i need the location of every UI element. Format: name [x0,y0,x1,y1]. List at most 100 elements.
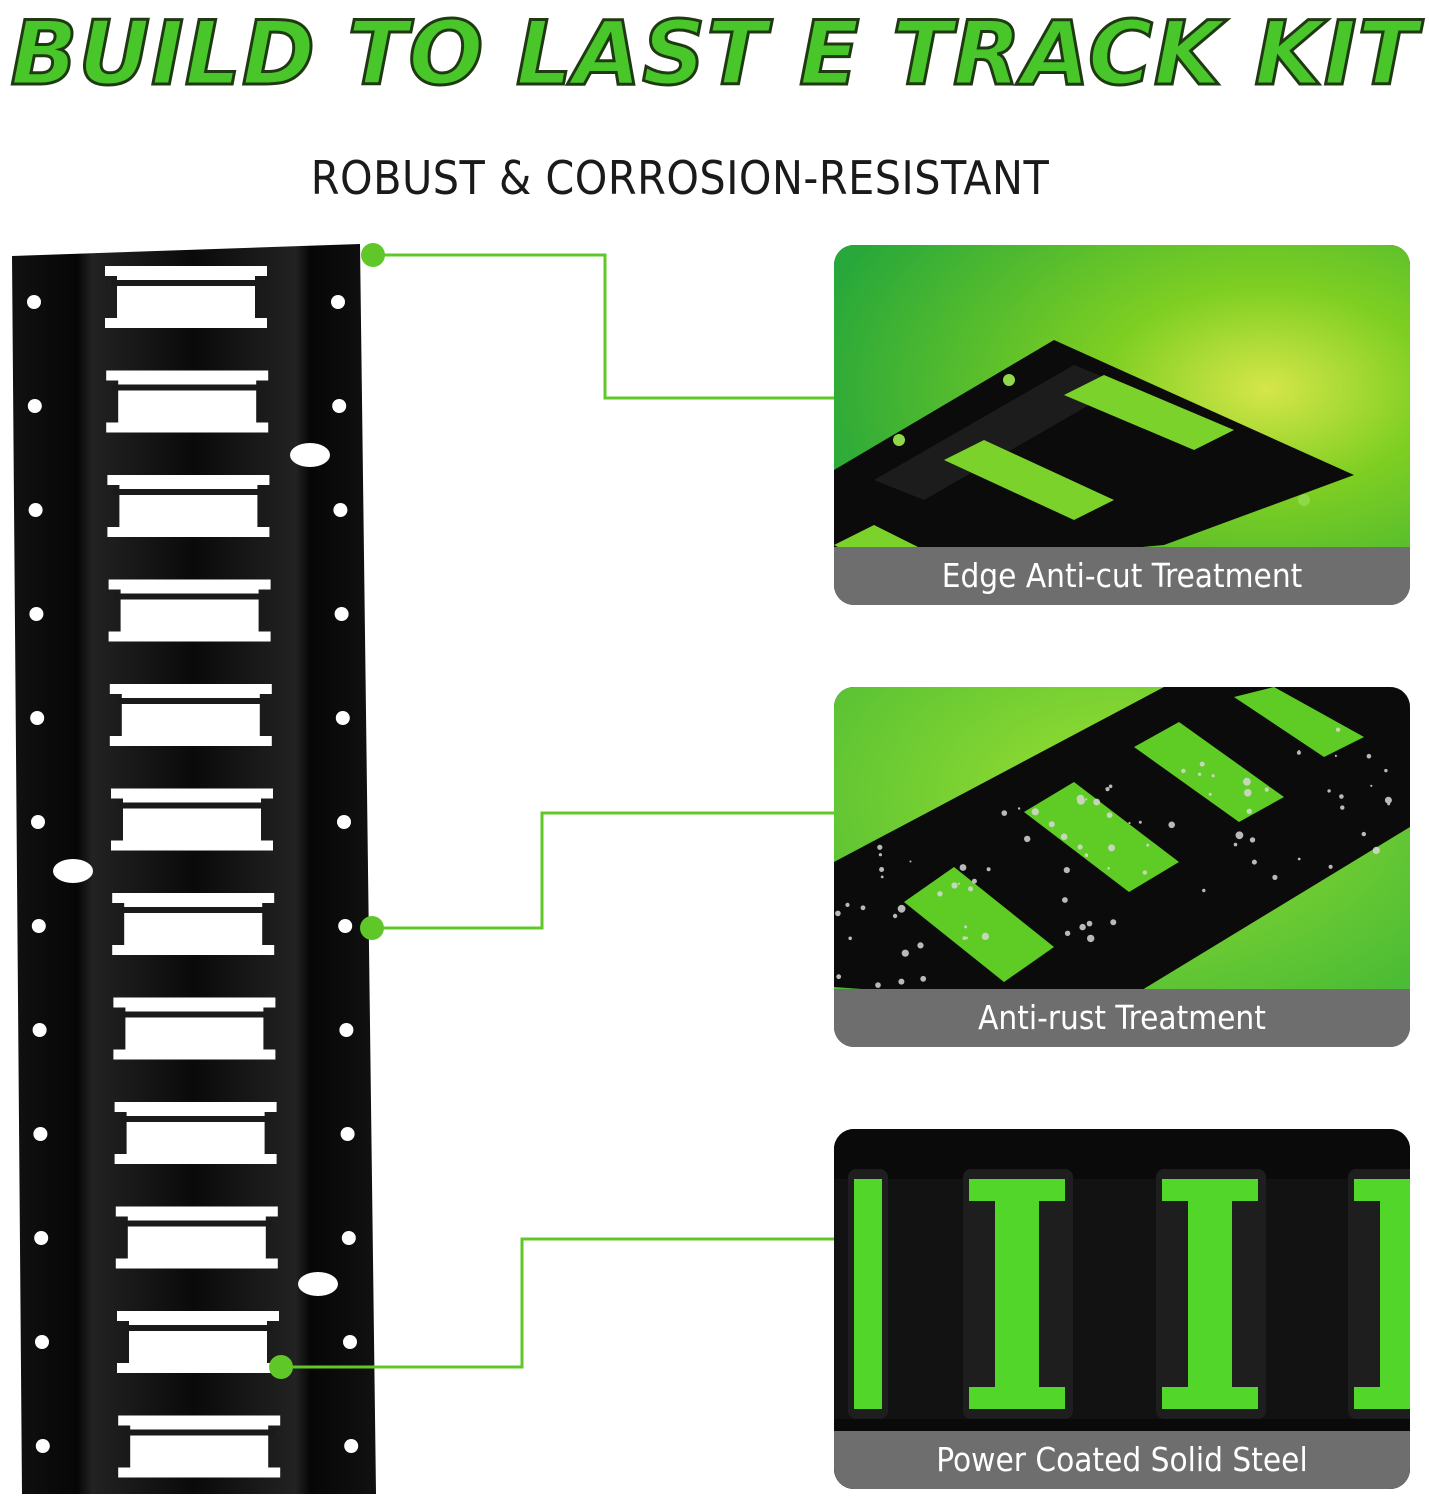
e-track-edge-closeup-photo [834,245,1410,605]
water-droplet [845,902,850,907]
water-droplet [1384,768,1388,773]
water-droplet [879,867,885,872]
water-droplet [1108,844,1116,852]
rail-slot [107,475,270,537]
e-track-rail-image [8,244,380,1494]
rail-bolt-hole [27,399,42,413]
water-droplet [1197,772,1202,776]
water-droplet [1108,784,1113,789]
water-droplet [1107,867,1110,870]
water-droplet [920,975,927,982]
rail-slot-shadow [114,593,265,600]
water-droplet [1031,808,1039,816]
water-droplet [1335,727,1341,732]
water-droplet [1244,789,1252,797]
water-droplet [1272,874,1278,880]
water-droplet [1093,798,1101,806]
rail-bolt-hole [35,1335,49,1349]
rail-slot-shadow [112,384,263,391]
water-droplet [1384,796,1392,804]
rail-oval-hole [298,1272,338,1296]
water-droplet [981,932,989,940]
rail-slot [105,266,267,328]
rail-slot-shadow [118,907,269,913]
rail-slot-shadow [121,1220,272,1227]
water-droplet [1246,808,1252,814]
water-droplet [835,910,841,917]
rail-slot [109,684,272,746]
steel-slot-opening [1162,1179,1258,1409]
rail-slot-shadow [113,489,264,495]
water-droplet [1361,831,1366,837]
water-droplet [901,949,909,957]
water-droplet [1087,934,1095,943]
rail-bolt-hole [35,1439,50,1453]
rail-bolt-hole [34,1231,49,1245]
feature-caption-steel: Power Coated Solid Steel [834,1431,1410,1489]
water-droplet [1138,820,1142,824]
water-droplet [1211,774,1215,778]
rail-bolt-hole [333,503,348,517]
rail-bolt-hole [339,1023,354,1037]
water-droplet [1063,867,1070,874]
water-droplet [877,844,883,850]
rail-bolt-hole [31,919,46,933]
subtitle: ROBUST & CORROSION-RESISTANT [310,151,1050,205]
rail-bolt-hole [331,295,345,309]
water-droplet [1106,812,1113,818]
rail-oval-hole [290,443,330,467]
water-droplet [1060,833,1068,841]
water-droplet [897,904,906,913]
rail-slot-shadow [111,280,261,286]
rail-slot [113,997,276,1060]
rail-slot-shadow [120,1116,271,1122]
feature-caption-edge: Edge Anti-cut Treatment [834,547,1410,605]
rail-bolt-hole [343,1335,357,1349]
rail-bolt-hole [32,1023,47,1037]
water-droplet [1062,897,1068,903]
water-droplet [1168,821,1175,829]
water-droplet [848,936,852,941]
rail-bolt-hole [337,815,351,829]
water-droplet [1017,807,1021,810]
water-droplet [971,878,977,884]
water-droplet [1110,919,1117,926]
rail-bolt-hole [340,1127,355,1141]
rail-bolt-hole [33,1127,48,1141]
rail-slot [112,893,275,955]
water-droplet [1235,831,1244,840]
water-droplet [892,913,898,919]
rail-bolt-hole [29,607,44,621]
water-droplet [1370,784,1373,787]
water-droplet [1142,870,1147,875]
rail-bolt-hole [334,607,349,621]
water-droplet [1233,842,1238,847]
rail-bolt-hole [344,1439,359,1453]
water-droplet [1064,930,1071,936]
rail-bolt-hole [28,503,43,517]
water-droplet [1085,798,1088,801]
water-droplet [957,882,961,885]
headline-title: BUILD TO LAST E TRACK KIT [9,1,1419,107]
water-droplet [1327,789,1331,793]
rail-slot [114,1102,277,1164]
water-droplet [860,905,866,911]
rail-slot [115,1206,278,1269]
rail-slot-shadow [119,1011,270,1018]
water-droplet [986,867,991,872]
rail-slot-shadow [124,1429,275,1436]
rail-slot [117,1311,279,1373]
water-droplet [1243,777,1251,786]
water-droplet [1328,864,1333,869]
e-track-water-droplets-photo [834,687,1410,1047]
feature-card-edge: Edge Anti-cut Treatment [834,245,1410,605]
water-droplet [1086,920,1093,927]
feature-caption-rust: Anti-rust Treatment [834,989,1410,1047]
water-droplet [1387,802,1391,806]
e-track-slots-closeup-photo [834,1129,1410,1489]
rail-slot-shadow [123,1325,273,1331]
water-droplet [1372,846,1380,854]
water-droplet [1340,805,1345,810]
rail-slot-shadow [117,802,267,809]
water-droplet [959,864,967,871]
